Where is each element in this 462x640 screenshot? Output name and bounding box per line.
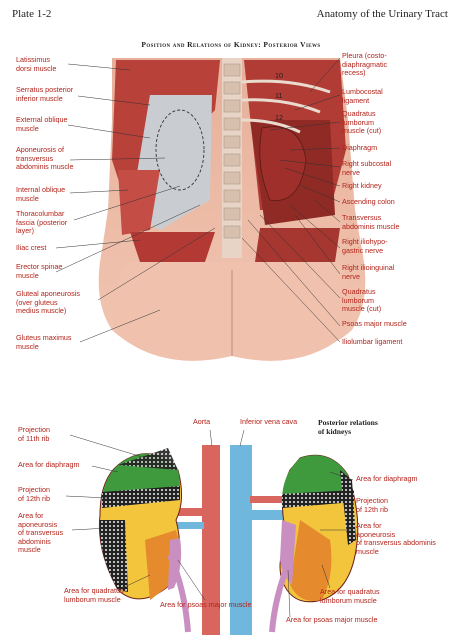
label-internal-oblique: Internal oblique muscle: [16, 185, 66, 203]
label-projection-11th-rib: Projection of 11th rib: [18, 425, 50, 443]
rib-number-11: 11: [275, 91, 283, 100]
label-iliac-crest: Iliac crest: [16, 243, 47, 252]
label-area-diaphragm-right: Area for diaphragm: [356, 474, 418, 483]
label-gluteus-maximus: Gluteus maximus muscle: [16, 333, 72, 351]
top-right-leaders: [241, 57, 341, 343]
label-area-diaphragm-left: Area for diaphragm: [18, 460, 80, 469]
label-transversus-abdominis: Transversus abdominis muscle: [342, 213, 400, 231]
label-area-quadratus-left: Area for quadratus lumborum muscle: [64, 586, 124, 604]
label-aponeurosis-transversus: Aponeurosis of transversus abdominis mus…: [16, 145, 74, 172]
label-inferior-vena-cava: Inferior vena cava: [240, 417, 298, 426]
label-projection-12th-rib-right: Projection of 12th rib: [356, 496, 388, 514]
plate-number: Plate 1-2: [12, 8, 52, 20]
label-lumbocostal-ligament: Lumbocostal ligament: [342, 87, 383, 105]
label-right-iliohypogastric: Right iliohypo- gastric nerve: [342, 237, 388, 255]
label-thoracolumbar-fascia: Thoracolumbar fascia (posterior layer): [16, 209, 68, 236]
label-area-aponeurosis-left: Area for aponeurosis of transversus abdo…: [18, 511, 64, 555]
label-area-aponeurosis-right: Area for aponeurosis of transversus abdo…: [356, 521, 436, 556]
label-area-psoas-right: Area for psoas major muscle: [286, 615, 378, 624]
label-serratus-posterior: Serratus posterior inferior muscle: [16, 85, 74, 103]
label-quadratus-lumborum-lower: Quadratus lumborum muscle (cut): [342, 287, 382, 314]
back-illustration: [98, 58, 366, 361]
book-title: Anatomy of the Urinary Tract: [316, 8, 448, 20]
right-kidney: [279, 454, 359, 603]
left-kidney: [98, 448, 182, 600]
label-diaphragm: Diaphragm: [342, 143, 378, 152]
label-aorta: Aorta: [193, 417, 211, 426]
label-psoas-major: Psoas major muscle: [342, 319, 407, 328]
label-external-oblique: External oblique muscle: [16, 115, 68, 133]
label-quadratus-lumborum-upper: Quadratus lumborum muscle (cut): [342, 109, 382, 136]
posterior-relations-heading: Posterior relations of kidneys: [318, 418, 378, 436]
label-gluteal-aponeurosis: Gluteal aponeurosis (over gluteus medius…: [16, 289, 80, 316]
label-ascending-colon: Ascending colon: [342, 197, 395, 206]
label-area-psoas-left: Area for psoas major muscle: [160, 600, 252, 609]
bottom-leaders: [65, 429, 354, 618]
rib-number-10: 10: [275, 71, 283, 80]
label-projection-12th-rib-left: Projection of 12th rib: [18, 485, 50, 503]
label-pleura: Pleura (costo- diaphragmatic recess): [342, 51, 388, 78]
rib-number-12: 12: [275, 113, 283, 122]
kidney-relations-diagram: [98, 445, 359, 635]
label-right-ilioinguinal: Right ilioinguinal nerve: [342, 263, 395, 281]
label-right-kidney: Right kidney: [342, 181, 382, 190]
label-latissimus-dorsi: Latissimus dorsi muscle: [16, 55, 57, 73]
figure-title: Position and Relations of Kidney: Poster…: [141, 40, 321, 49]
top-left-leaders: [55, 63, 216, 343]
label-iliolumbar-ligament: Iliolumbar ligament: [342, 337, 403, 346]
label-right-subcostal-nerve: Right subcostal nerve: [342, 159, 392, 177]
label-area-quadratus-right: Area for quadratus lumborum muscle: [320, 587, 380, 605]
label-erector-spinae: Erector spinae muscle: [16, 262, 63, 280]
